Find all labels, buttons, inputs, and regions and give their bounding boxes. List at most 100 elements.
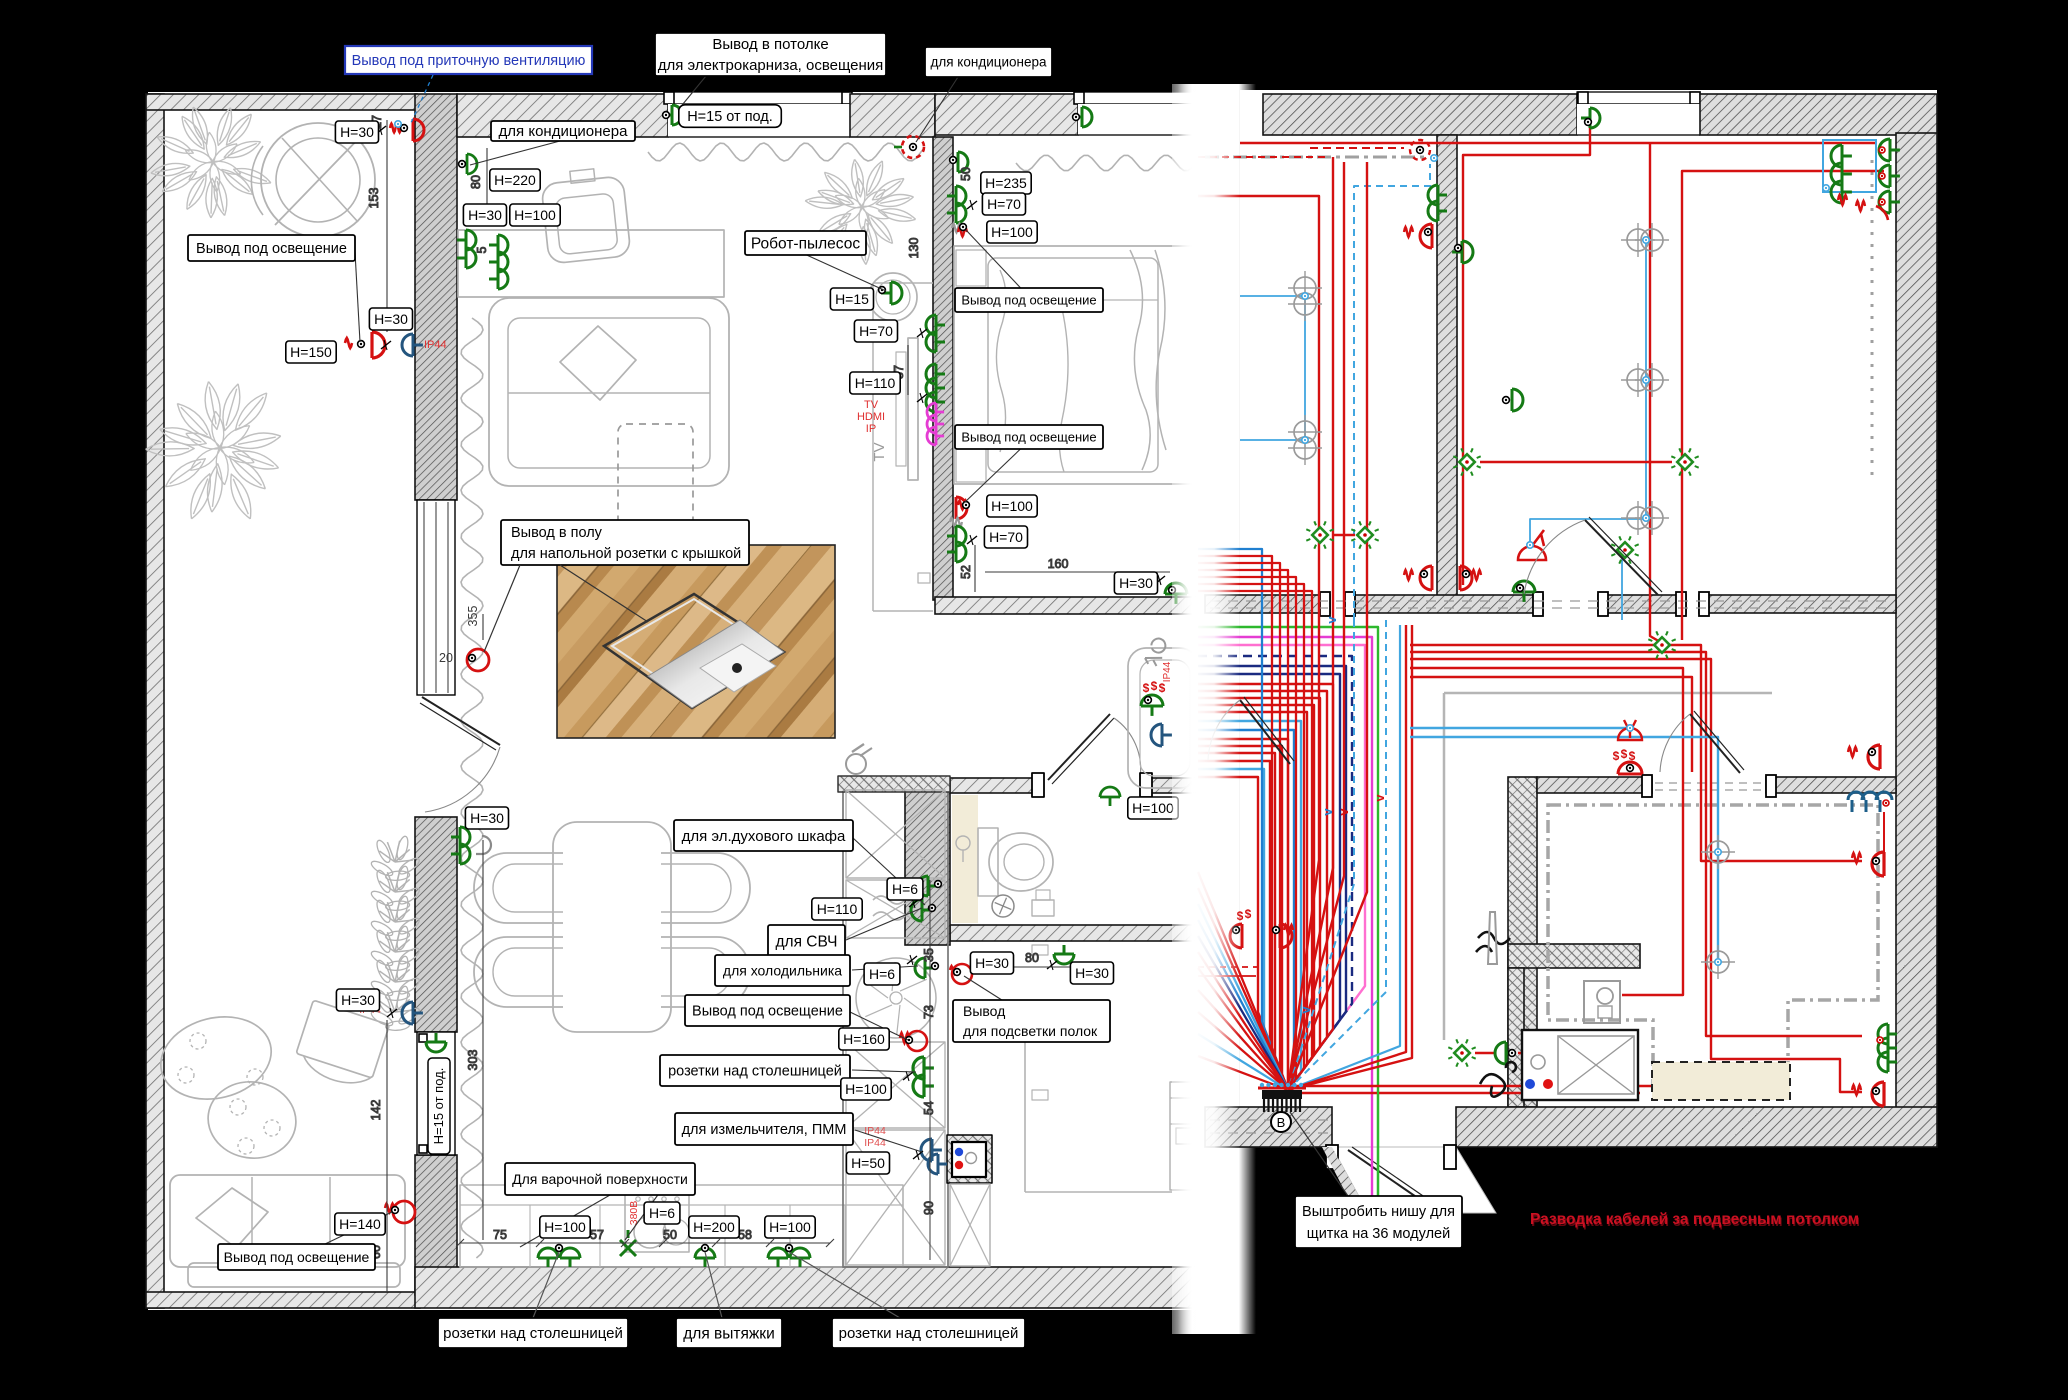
svg-text:v: v: [1324, 616, 1339, 624]
svg-text:H=100: H=100: [769, 1219, 811, 1235]
svg-text:H=100: H=100: [845, 1081, 887, 1097]
svg-text:v: v: [1372, 794, 1387, 802]
svg-text:для электрокарниза, освещения: для электрокарниза, освещения: [658, 57, 884, 74]
svg-text:H=100: H=100: [544, 1219, 586, 1235]
svg-text:H=160: H=160: [843, 1031, 885, 1047]
svg-text:для холодильника: для холодильника: [723, 962, 842, 978]
svg-text:35: 35: [922, 948, 936, 962]
svg-text:IP44: IP44: [1162, 661, 1173, 682]
svg-text:H=30: H=30: [468, 207, 502, 223]
svg-text:H=30: H=30: [975, 955, 1009, 971]
svg-text:$: $: [1613, 749, 1620, 763]
svg-text:Вывод под освещение: Вывод под освещение: [224, 1249, 370, 1265]
svg-text:$: $: [1621, 747, 1628, 761]
svg-text:$: $: [1159, 681, 1166, 695]
svg-text:розетки над столешницей: розетки над столешницей: [839, 1325, 1019, 1342]
svg-text:50: 50: [663, 1228, 677, 1242]
svg-text:Вывод: Вывод: [963, 1003, 1005, 1019]
svg-text:$: $: [1245, 907, 1252, 921]
svg-text:H=150: H=150: [290, 344, 332, 360]
svg-text:H=30: H=30: [470, 810, 504, 826]
svg-text:Для варочной поверхности: Для варочной поверхности: [512, 1171, 688, 1187]
svg-text:ТV: ТV: [871, 442, 888, 461]
svg-text:для эл.духового шкафа: для эл.духового шкафа: [682, 828, 846, 845]
svg-text:Выштробить нишу для: Выштробить нишу для: [1302, 1204, 1455, 1220]
svg-text:H=200: H=200: [693, 1219, 735, 1235]
svg-text:H=15 от под.: H=15 от под.: [431, 1068, 446, 1145]
svg-text:355: 355: [466, 606, 480, 627]
svg-text:52: 52: [959, 565, 973, 579]
svg-text:v: v: [1320, 808, 1335, 816]
svg-text:H=6: H=6: [892, 881, 918, 897]
svg-text:H=220: H=220: [494, 172, 536, 188]
svg-text:H=30: H=30: [340, 124, 374, 140]
svg-text:v: v: [1298, 1006, 1313, 1014]
svg-text:$: $: [1143, 681, 1150, 695]
svg-text:80: 80: [1025, 951, 1039, 965]
svg-text:Разводка кабелей за подвесным: Разводка кабелей за подвесным потолком: [1530, 1211, 1859, 1228]
svg-text:H=100: H=100: [1132, 800, 1174, 816]
svg-text:H=235: H=235: [985, 175, 1027, 191]
svg-text:90: 90: [922, 1201, 936, 1215]
svg-text:H=6: H=6: [649, 1205, 675, 1221]
svg-text:Вывод под освещение: Вывод под освещение: [961, 430, 1096, 445]
svg-text:Вывод в потолке: Вывод в потолке: [712, 36, 828, 53]
svg-text:IP44: IP44: [864, 1125, 886, 1137]
svg-text:5: 5: [475, 246, 489, 253]
svg-text:Вывод под освещение: Вывод под освещение: [196, 241, 347, 257]
svg-text:H=100: H=100: [991, 498, 1033, 514]
svg-text:H=70: H=70: [859, 323, 893, 339]
svg-text:57: 57: [590, 1228, 604, 1242]
svg-text:H=50: H=50: [851, 1155, 885, 1171]
svg-text:54: 54: [922, 1101, 936, 1115]
svg-text:$: $: [1237, 909, 1244, 923]
svg-text:H=30: H=30: [374, 311, 408, 327]
svg-text:$: $: [1629, 749, 1636, 763]
svg-text:H=15 от под.: H=15 от под.: [687, 109, 773, 125]
svg-text:розетки над столешницей: розетки над столешницей: [443, 1325, 623, 1342]
svg-text:для измельчителя, ПММ: для измельчителя, ПММ: [682, 1122, 847, 1138]
svg-text:H=30: H=30: [1075, 965, 1109, 981]
svg-text:380В: 380В: [628, 1201, 640, 1226]
svg-text:Вывод под освещение: Вывод под освещение: [692, 1004, 843, 1020]
svg-text:для СВЧ: для СВЧ: [776, 933, 838, 950]
svg-text:75: 75: [493, 1228, 507, 1242]
svg-text:130: 130: [907, 238, 921, 259]
svg-text:73: 73: [922, 1005, 936, 1019]
svg-text:H=110: H=110: [855, 375, 896, 391]
svg-text:50: 50: [959, 167, 973, 181]
svg-text:58: 58: [738, 1228, 752, 1242]
svg-text:142: 142: [369, 1100, 383, 1121]
svg-text:H=30: H=30: [341, 992, 375, 1008]
svg-text:IP44: IP44: [864, 1137, 886, 1149]
svg-text:розетки над столешницей: розетки над столешницей: [668, 1064, 842, 1080]
svg-text:H=6: H=6: [869, 966, 895, 982]
svg-text:H=15: H=15: [835, 291, 869, 307]
svg-text:TV: TV: [864, 399, 879, 411]
svg-text:для подсветки полок: для подсветки полок: [963, 1023, 1098, 1039]
svg-text:H=140: H=140: [339, 1216, 381, 1232]
svg-text:Вывод под освещение: Вывод под освещение: [961, 293, 1096, 308]
svg-text:для кондиционера: для кондиционера: [499, 123, 629, 140]
svg-text:160: 160: [1048, 557, 1069, 571]
svg-text:B: B: [1277, 1115, 1286, 1130]
svg-text:для кондиционера: для кондиционера: [930, 55, 1047, 70]
svg-text:Разводка кабелей за подвесным: Разводка кабелей за подвесным потолком: [1531, 1213, 1860, 1230]
svg-text:IP: IP: [866, 423, 876, 435]
svg-text:20: 20: [439, 651, 453, 665]
svg-text:HDMI: HDMI: [857, 411, 885, 423]
svg-text:H=110: H=110: [817, 901, 858, 917]
svg-text:H=100: H=100: [991, 224, 1033, 240]
svg-text:H=100: H=100: [514, 207, 556, 223]
svg-text:H=70: H=70: [989, 529, 1023, 545]
svg-text:$: $: [1151, 679, 1158, 693]
svg-text:H=30: H=30: [1119, 575, 1153, 591]
svg-text:Вывод под приточную вентиляцию: Вывод под приточную вентиляцию: [352, 53, 586, 69]
svg-text:Вывод в полу: Вывод в полу: [511, 525, 603, 541]
svg-text:для напольной розетки с крышко: для напольной розетки с крышкой: [511, 546, 741, 562]
svg-text:Робот-пылесос: Робот-пылесос: [751, 235, 860, 252]
svg-text:80: 80: [469, 175, 483, 189]
svg-text:v: v: [1336, 808, 1351, 816]
svg-text:IP44: IP44: [424, 339, 447, 351]
svg-text:щитка на 36 модулей: щитка на 36 модулей: [1307, 1226, 1450, 1242]
